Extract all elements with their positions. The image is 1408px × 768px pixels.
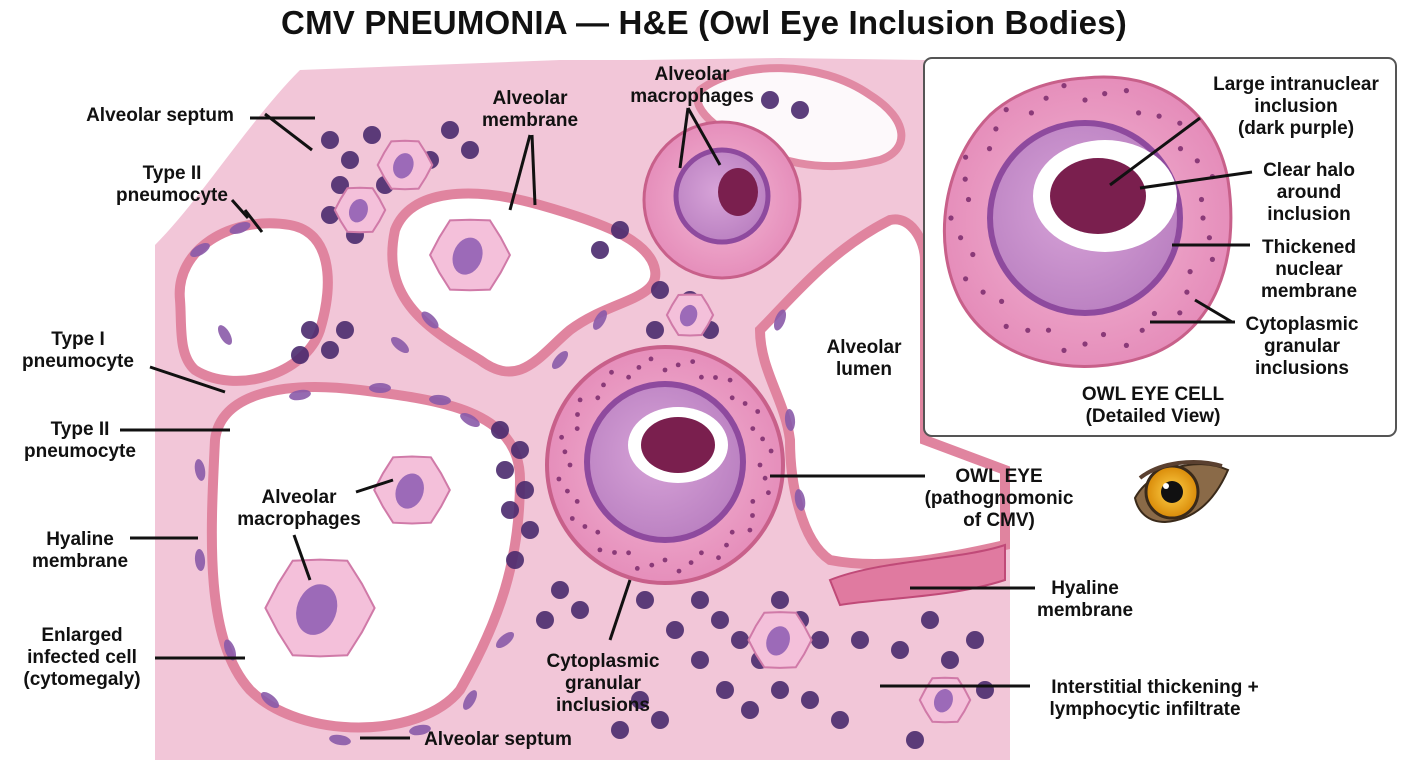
label-hyaline-right-2: membrane — [1037, 600, 1133, 621]
label-owl-eye-3: of CMV) — [963, 510, 1035, 531]
label-type2-mid-2: pneumocyte — [24, 441, 136, 462]
label-enlarged-cell-3: (cytomegaly) — [23, 669, 140, 690]
label-alveolar-lumen-1: Alveolar — [827, 337, 903, 358]
label-owl-eye-2: (pathognomonic — [925, 488, 1074, 509]
label-type1-1: Type I — [51, 329, 105, 350]
inset-label-cytoplasmic-1: Cytoplasmic — [1246, 314, 1359, 335]
inset-label-large-inclusion-2: inclusion — [1254, 96, 1337, 117]
label-type2-mid-1: Type II — [51, 419, 110, 440]
label-cytoplasmic-bottom-2: granular — [565, 673, 642, 694]
label-hyaline-left-2: membrane — [32, 551, 128, 572]
label-alveolar-septum-top: Alveolar septum — [86, 105, 234, 126]
inset-label-cytoplasmic-2: granular — [1264, 336, 1341, 357]
label-type2-top-2: pneumocyte — [116, 185, 228, 206]
label-alveolar-membrane-2: membrane — [482, 110, 578, 131]
label-type2-top-1: Type II — [143, 163, 202, 184]
label-interstitial-2: lymphocytic infiltrate — [1049, 699, 1240, 720]
label-cytoplasmic-bottom-1: Cytoplasmic — [547, 651, 660, 672]
label-alveolar-membrane-1: Alveolar — [493, 88, 569, 109]
inset-label-clear-halo-1: Clear halo — [1263, 160, 1355, 181]
label-interstitial-1: Interstitial thickening + — [1051, 677, 1258, 698]
owl-eye-cell-center — [547, 347, 783, 583]
inset-label-cytoplasmic-3: inclusions — [1255, 358, 1349, 379]
inset-label-thickened-membrane-1: Thickened — [1262, 237, 1356, 258]
inset-label-large-inclusion-3: (dark purple) — [1238, 118, 1354, 139]
label-alveolar-macrophages-mid-2: macrophages — [237, 509, 361, 530]
inset-label-clear-halo-3: inclusion — [1267, 204, 1350, 225]
owl-eye-icon — [1135, 462, 1228, 522]
label-enlarged-cell-1: Enlarged — [41, 625, 122, 646]
label-alveolar-septum-bottom: Alveolar septum — [424, 729, 572, 750]
label-alveolar-macrophages-mid-1: Alveolar — [262, 487, 338, 508]
owl-eye-cell-top — [644, 122, 800, 278]
label-alveolar-lumen-2: lumen — [836, 359, 892, 380]
label-hyaline-right-1: Hyaline — [1051, 578, 1119, 599]
label-cytoplasmic-bottom-3: inclusions — [556, 695, 650, 716]
label-type1-2: pneumocyte — [22, 351, 134, 372]
label-alveolar-macrophages-top-1: Alveolar — [655, 64, 731, 85]
label-alveolar-macrophages-top-2: macrophages — [630, 86, 754, 107]
inset-label-thickened-membrane-3: membrane — [1261, 281, 1357, 302]
inset-label-clear-halo-2: around — [1277, 182, 1341, 203]
inset-label-thickened-membrane-2: nuclear — [1275, 259, 1343, 280]
inset-caption-1: OWL EYE CELL — [1082, 384, 1225, 405]
label-hyaline-left-1: Hyaline — [46, 529, 114, 550]
inset-caption-2: (Detailed View) — [1086, 406, 1221, 427]
inset-label-large-inclusion-1: Large intranuclear — [1213, 74, 1379, 95]
label-enlarged-cell-2: infected cell — [27, 647, 137, 668]
label-owl-eye-1: OWL EYE — [955, 466, 1042, 487]
